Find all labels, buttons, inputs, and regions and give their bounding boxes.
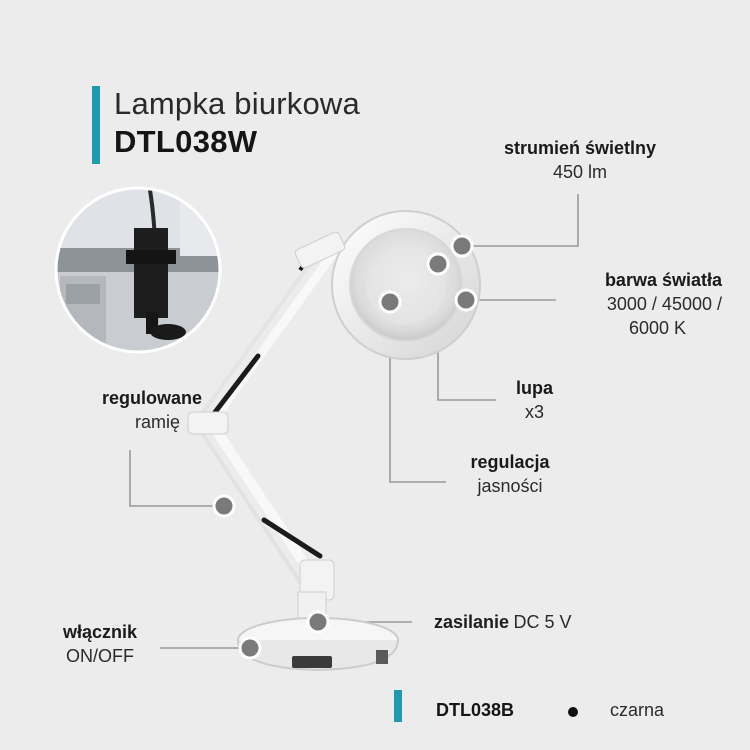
footer-accent-bar [394,690,402,722]
spec-light-color: barwa światła 3000 / 45000 / 6000 K [520,268,722,340]
spec-switch-value: ON/OFF [66,646,134,666]
spec-light-color-label: barwa światła [604,270,722,290]
product-model-title: DTL038W [114,124,258,159]
spec-power-value: DC 5 V [513,612,572,632]
spec-magnifier-label: lupa [516,378,554,398]
spec-adjustable-arm-value: ramię [134,412,180,432]
spec-magnifier-value: x3 [525,402,545,422]
spec-power: zasilanie DC 5 V [434,610,572,636]
variant-model: DTL038B [436,700,515,720]
spec-magnifier: lupa x3 [516,376,553,424]
spec-luminous-flux: strumień świetlny 450 lm [470,136,690,184]
spec-luminous-flux-value: 450 lm [552,162,608,182]
spec-switch-label: włącznik [62,622,138,642]
product-category-title: Lampka biurkowa [114,86,360,121]
lamp-arm [187,231,346,601]
spec-luminous-flux-label: strumień świetlny [503,138,657,158]
clamp-detail-photo [56,188,220,352]
spec-brightness-label: regulacja [470,452,550,472]
lamp-head [331,210,481,360]
header-accent-bar [92,86,100,164]
spec-switch: włącznik ON/OFF [44,620,156,668]
variant-color-name: czarna [610,700,665,720]
variant-color-dot [568,707,578,717]
spec-light-color-value-line1: 3000 / 45000 / [606,294,722,314]
spec-brightness: regulacja jasności [446,450,574,498]
spec-adjustable-arm-label: regulowane [101,388,202,408]
spec-light-color-value-line2: 6000 K [628,318,686,338]
spec-adjustable-arm: regulowane ramię [40,386,202,434]
callout-dots [212,234,478,660]
spec-power-label: zasilanie [434,612,510,632]
spec-brightness-value: jasności [477,476,543,496]
